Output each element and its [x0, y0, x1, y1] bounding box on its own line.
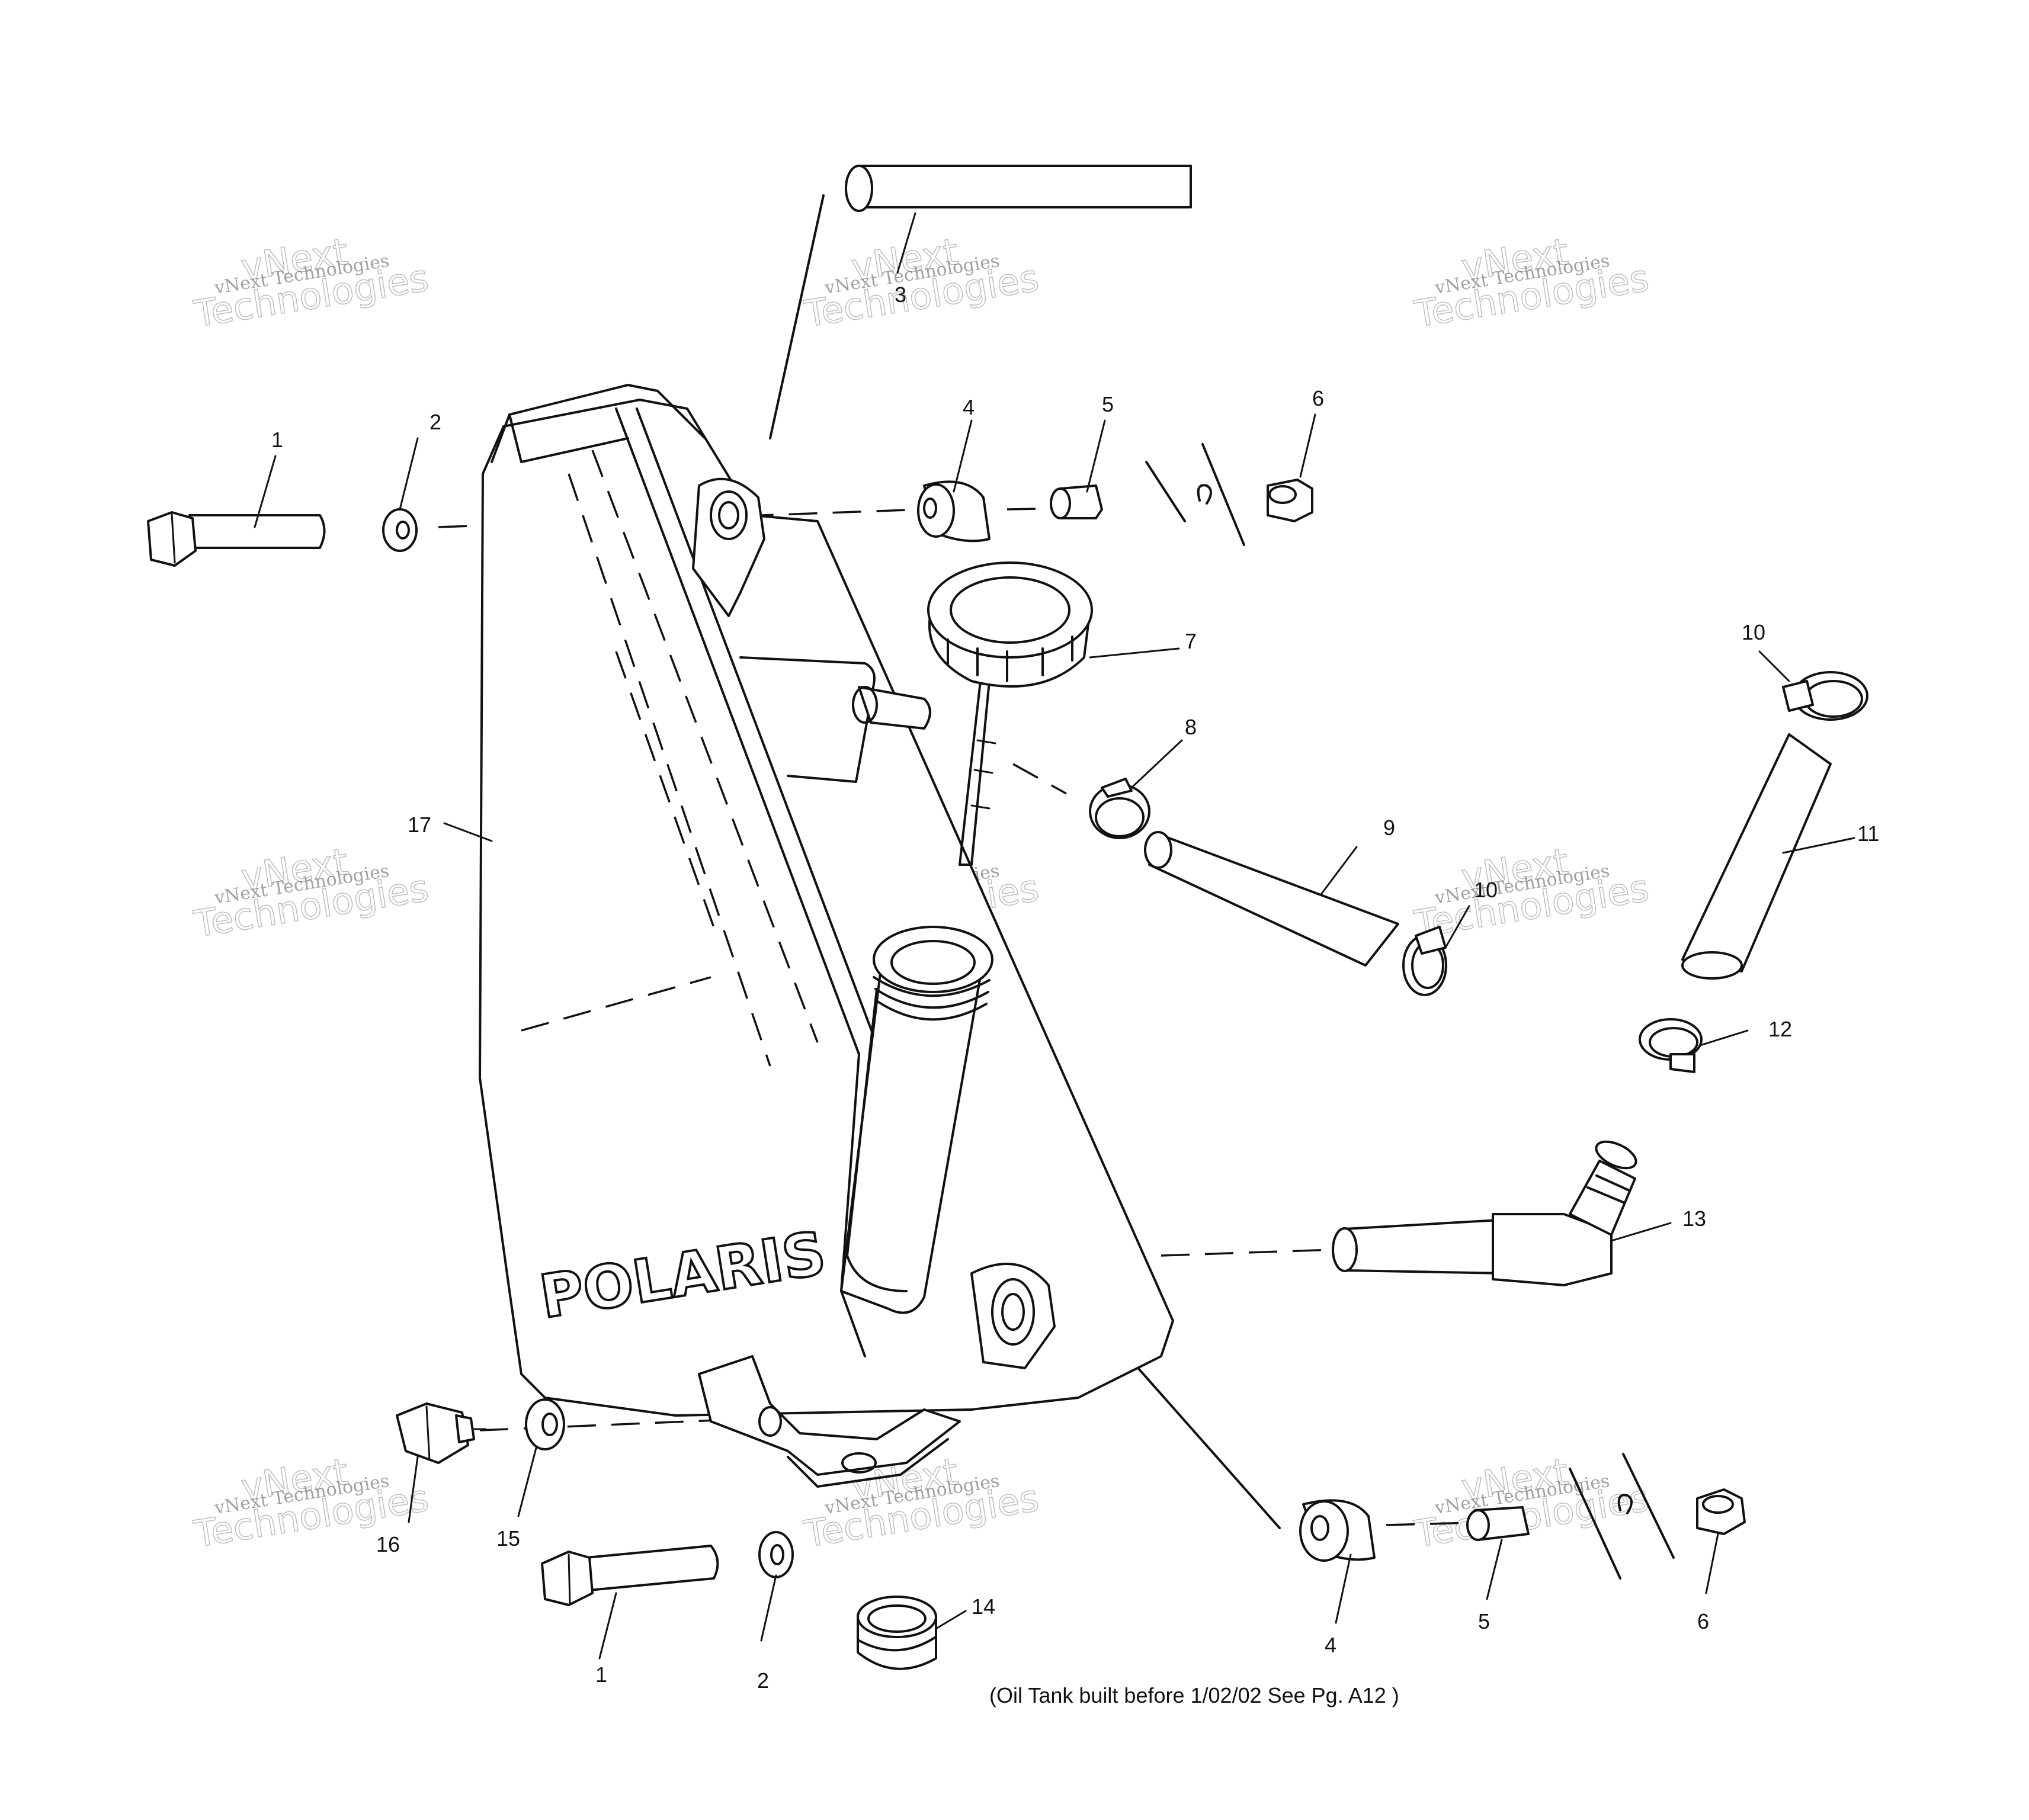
hose-clamp-part [1402, 926, 1447, 996]
oil-hose-part [1681, 733, 1832, 980]
vent-hose-part [845, 165, 1192, 212]
callout-15: 15 [496, 1526, 520, 1551]
callout-8: 8 [1185, 715, 1197, 739]
grommet-part [857, 1596, 937, 1670]
callout-1: 1 [595, 1662, 607, 1687]
callout-2: 2 [429, 410, 441, 434]
callout-16: 16 [376, 1532, 400, 1556]
watermark: Technologies vNext vNext Technologies [1411, 839, 1652, 946]
washer-part [525, 1398, 565, 1450]
watermark: Technologies vNext vNext Technologies [191, 839, 432, 946]
bushing-part [1050, 484, 1103, 519]
bushing-part [1466, 1506, 1530, 1541]
callout-6: 6 [1312, 386, 1324, 410]
callout-4: 4 [1325, 1633, 1336, 1657]
callout-5: 5 [1102, 392, 1114, 416]
callout-2: 2 [757, 1668, 769, 1693]
callout-12: 12 [1768, 1017, 1792, 1041]
grommet-part [917, 480, 991, 543]
callout-3: 3 [895, 283, 906, 307]
watermark: Technologies vNext vNext Technologies [191, 229, 432, 336]
grommet-part [1299, 1499, 1376, 1562]
callout-10: 10 [1742, 620, 1765, 644]
callout-4: 4 [963, 395, 975, 419]
callout-9: 9 [1383, 816, 1395, 840]
elbow-fitting-part [1332, 1140, 1637, 1286]
hose-clamp-part [1639, 1018, 1703, 1073]
drain-plug-part [396, 1402, 487, 1464]
callout-11: 11 [1857, 821, 1879, 846]
oil-tank: POLARIS [479, 384, 1174, 1488]
diagram-note: (Oil Tank built before 1/02/02 See Pg. A… [989, 1683, 1399, 1707]
washer-part [758, 1531, 794, 1578]
callout-14: 14 [972, 1594, 995, 1619]
bolt-part [541, 1545, 719, 1606]
washer-part [382, 508, 418, 552]
filler-cap-part [927, 561, 1093, 866]
callout-10: 10 [1474, 878, 1498, 902]
callout-13: 13 [1682, 1206, 1706, 1231]
nut-part [1696, 1488, 1746, 1535]
bolt-part [147, 511, 326, 567]
callouts: 1 2 3 4 5 6 7 8 9 10 11 12 13 1 2 14 15 … [271, 283, 1879, 1693]
nut-part [1267, 479, 1313, 522]
leader-lines [254, 212, 1855, 1659]
callout-1: 1 [271, 428, 283, 452]
callout-7: 7 [1185, 629, 1197, 653]
callout-6: 6 [1697, 1609, 1709, 1633]
watermark: Technologies vNext vNext Technologies [1411, 229, 1652, 336]
watermark: Technologies vNext vNext Technologies [801, 229, 1042, 336]
hose-clamp-part [1782, 671, 1868, 721]
hose-clamp-part [1089, 778, 1150, 839]
oil-hose-part [1144, 831, 1399, 967]
callout-5: 5 [1478, 1609, 1490, 1633]
watermark: Technologies vNext vNext Technologies [1411, 1449, 1652, 1556]
callout-17: 17 [408, 813, 431, 837]
